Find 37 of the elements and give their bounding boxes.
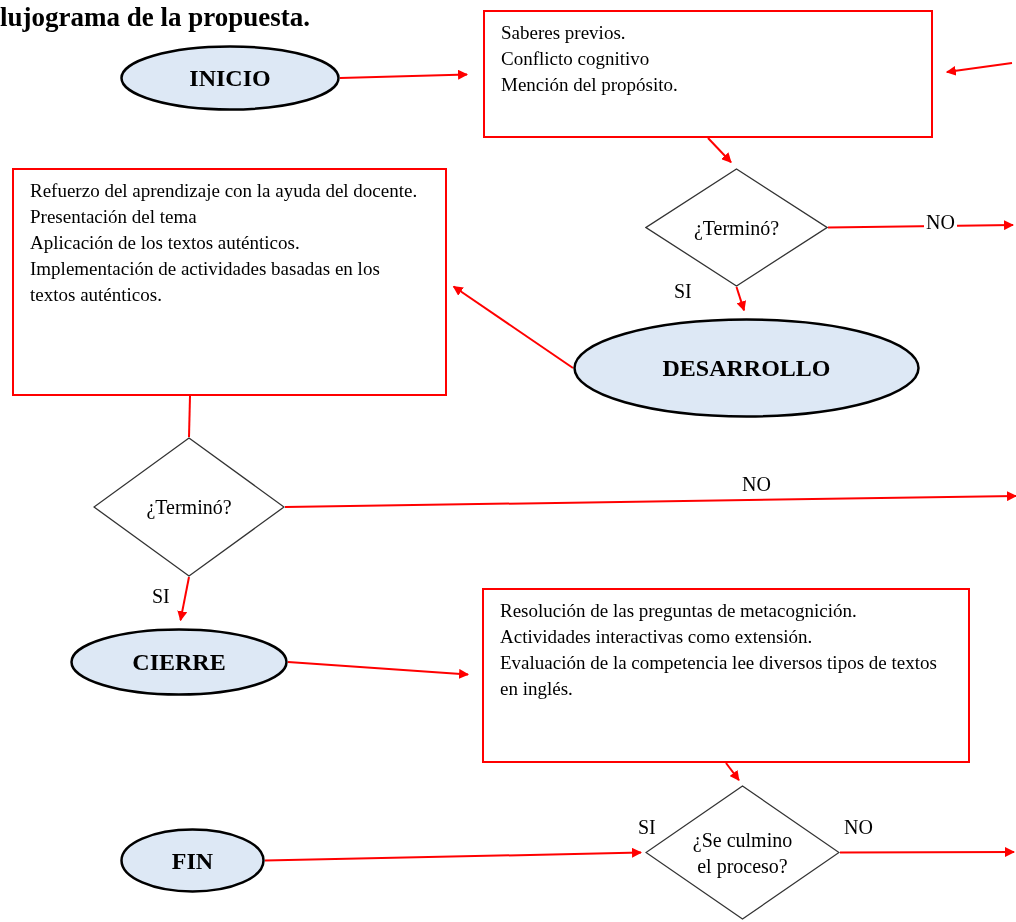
step-text: Saberes previos.: [501, 21, 627, 45]
process-box: [12, 168, 447, 396]
terminal-text: CIERRE: [132, 648, 226, 676]
arrow: [287, 661, 470, 679]
step-text: Presentación del tema: [30, 205, 198, 229]
arrow: [284, 491, 1016, 508]
arrow: [839, 847, 1015, 858]
decision-text: ¿Terminó?: [692, 215, 781, 241]
arrow: [177, 576, 190, 622]
arrow: [725, 762, 740, 782]
arrow: [339, 69, 468, 80]
arrow: [264, 847, 642, 862]
step-text: Resolución de las preguntas de metacognición.: [500, 599, 858, 623]
decision-diamond: [93, 437, 285, 577]
terminal-ellipse: [120, 828, 265, 893]
step-text: Mención del propósito.: [501, 73, 679, 97]
terminal-ellipse: [120, 45, 340, 111]
process-box: [483, 10, 933, 138]
terminal-ellipse: [573, 318, 920, 418]
step-text: Conflicto cognitivo: [501, 47, 651, 71]
terminal-ellipse: [70, 628, 288, 696]
step-text: Refuerzo del aprendizaje con la ayuda del docente.: [30, 179, 419, 203]
decision-text: ¿Se culmino el proceso?: [691, 827, 794, 879]
step-text: Evaluación de la competencia lee diversos tipos de textos en inglés.: [500, 651, 938, 701]
decision-text: ¿Terminó?: [145, 495, 233, 520]
step-text: Aplicación de los textos auténticos.: [30, 231, 301, 255]
arrow: [735, 286, 747, 312]
arrow: [945, 62, 1013, 76]
step-text: Actividades interactivas como extensión.: [500, 625, 814, 649]
terminal-text: DESARROLLO: [662, 354, 831, 382]
terminal-text: FIN: [171, 846, 214, 875]
terminal-text: INICIO: [189, 64, 271, 92]
arrow: [707, 137, 732, 164]
diagram-title: lujograma de la propuesta.: [0, 1, 310, 34]
process-box: [482, 588, 970, 763]
step-text: Implementación de actividades basadas en los textos auténticos.: [30, 257, 381, 307]
arrow: [452, 285, 574, 369]
